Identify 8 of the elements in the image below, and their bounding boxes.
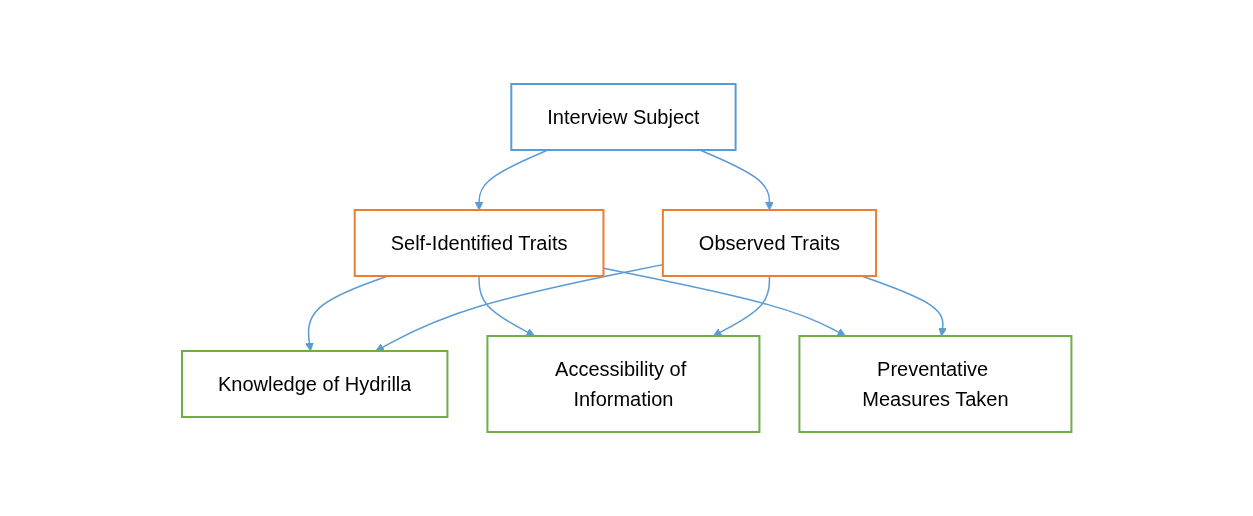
node-box: Accessibility of Information [486, 335, 761, 433]
node-box: Preventative Measures Taken [798, 335, 1073, 433]
node-box: Self-Identified Traits [353, 209, 605, 277]
node-box: Observed Traits [661, 209, 877, 277]
arrow [712, 275, 770, 337]
node-box: Interview Subject [510, 83, 737, 151]
arrow [478, 275, 535, 337]
node-box: Knowledge of Hydrilla [180, 350, 449, 418]
